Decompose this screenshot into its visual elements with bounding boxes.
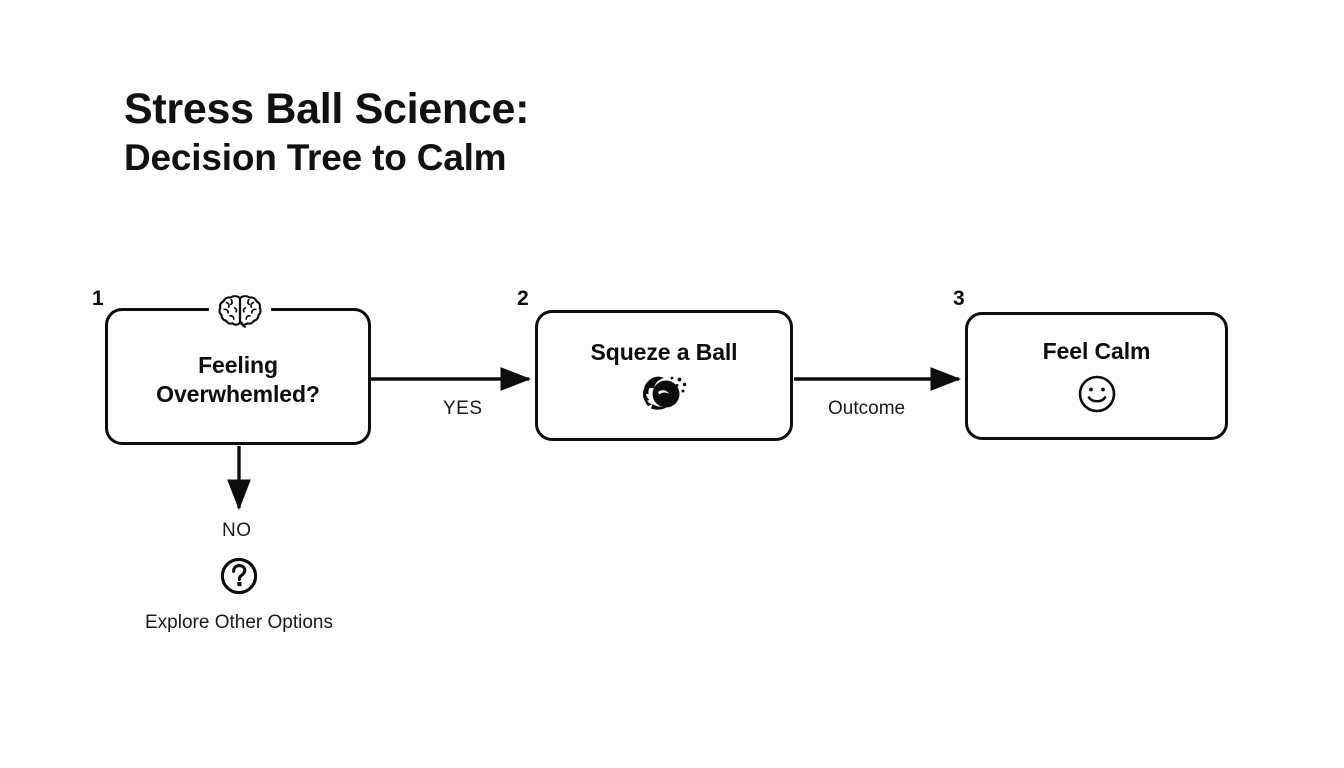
node-2-label: Squeze a Ball bbox=[590, 339, 738, 366]
edge-label-outcome: Outcome bbox=[828, 398, 906, 419]
node-feel-calm[interactable]: Feel Calm bbox=[965, 312, 1228, 440]
explore-other-options-caption: Explore Other Options bbox=[145, 612, 333, 633]
question-mark-circle-icon bbox=[218, 555, 260, 597]
edge-label-yes: YES bbox=[443, 398, 483, 419]
node-3-badge: 3 bbox=[953, 287, 965, 310]
node-2-badge: 2 bbox=[517, 287, 529, 310]
node-1-badge: 1 bbox=[92, 287, 104, 310]
node-3-label: Feel Calm bbox=[1042, 338, 1151, 365]
brain-icon bbox=[209, 290, 271, 332]
node-squeeze-a-ball[interactable]: Squeze a Ball bbox=[535, 310, 793, 441]
title-line-1: Stress Ball Science: bbox=[124, 85, 530, 133]
node-1-label: Feeling Overwhemled? bbox=[156, 345, 320, 407]
smiley-face-icon bbox=[1076, 373, 1118, 415]
edge-label-no: NO bbox=[222, 520, 252, 541]
node-1-label-line1: Feeling bbox=[198, 352, 278, 379]
title-line-2: Decision Tree to Calm bbox=[124, 137, 507, 179]
node-1-label-line2: Overwhemled? bbox=[156, 380, 320, 407]
page-title: Stress Ball Science: Decision Tree to Ca… bbox=[124, 85, 824, 180]
squeeze-ball-icon bbox=[637, 369, 691, 413]
